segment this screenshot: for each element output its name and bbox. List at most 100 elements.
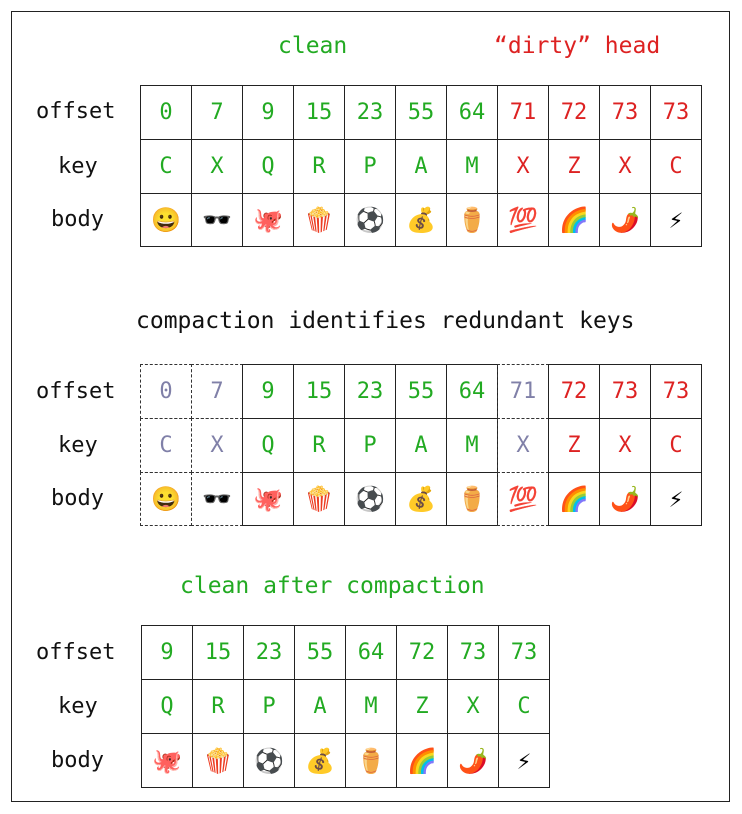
section3-key-value: Z xyxy=(415,693,429,719)
section1-row-label-body: body xyxy=(51,207,104,232)
section1-key-value: C xyxy=(159,153,173,179)
section1-offset-value: 0 xyxy=(159,99,173,125)
section3-key-cell: P xyxy=(243,679,295,734)
body-emoji-icon: ⚽ xyxy=(355,485,385,513)
section2-offset-cell: 73 xyxy=(650,364,702,419)
section1-key-cell: R xyxy=(293,139,345,194)
section2-key-value: X xyxy=(618,432,632,458)
section2-offset-value: 64 xyxy=(458,378,486,404)
section1-body-cell: 😀 xyxy=(140,193,192,247)
section2-body-cell: 💰 xyxy=(395,472,447,526)
section2-body-cell: 🕶️ xyxy=(191,472,243,526)
body-emoji-icon: ⚱️ xyxy=(457,206,487,234)
section2-body-cell: 🌶️ xyxy=(599,472,651,526)
section1-offset-cell: 71 xyxy=(497,85,549,140)
body-emoji-icon: ⚽ xyxy=(355,206,385,234)
section1-offset-cell: 0 xyxy=(140,85,192,140)
section1-key-value: C xyxy=(669,153,683,179)
section1-key-cell: X xyxy=(497,139,549,194)
section1-key-cell: Z xyxy=(548,139,600,194)
body-emoji-icon: 🌶️ xyxy=(610,485,640,513)
section3-key-value: Q xyxy=(160,693,174,719)
section3-body-cell: 🌈 xyxy=(396,733,448,788)
section1-offset-value: 72 xyxy=(560,99,588,125)
section3-offset-value: 64 xyxy=(357,639,385,665)
section1-key-value: A xyxy=(414,153,428,179)
section2-body-cell: 💯 xyxy=(497,472,549,526)
diagram-frame xyxy=(11,11,730,802)
section3-key-value: R xyxy=(211,693,225,719)
section3-key-value: X xyxy=(466,693,480,719)
section1-offset-cell: 73 xyxy=(650,85,702,140)
section2-key-value: P xyxy=(363,432,377,458)
body-emoji-icon: 💯 xyxy=(508,485,538,513)
section2-body-cell: 🐙 xyxy=(242,472,294,526)
section1-body-cell: 💰 xyxy=(395,193,447,247)
section2-key-cell: X xyxy=(599,418,651,473)
section1-row-label-key: key xyxy=(58,154,98,179)
section1-offset-value: 64 xyxy=(458,99,486,125)
body-emoji-icon: 🌈 xyxy=(559,206,589,234)
section1-offset-cell: 73 xyxy=(599,85,651,140)
section2-key-cell: A xyxy=(395,418,447,473)
section2-offset-value: 0 xyxy=(159,378,173,404)
section1-offset-cell: 23 xyxy=(344,85,396,140)
section2-offset-cell: 9 xyxy=(242,364,294,419)
section1-body-cell: 🕶️ xyxy=(191,193,243,247)
section1-offset-value: 73 xyxy=(662,99,690,125)
section2-key-cell: Z xyxy=(548,418,600,473)
section2-row-label-body: body xyxy=(51,486,104,511)
body-emoji-icon: 😀 xyxy=(151,206,181,234)
section1-offset-cell: 72 xyxy=(548,85,600,140)
section1-key-cell: A xyxy=(395,139,447,194)
section3-body-cell: 🌶️ xyxy=(447,733,499,788)
section1-offset-cell: 64 xyxy=(446,85,498,140)
section2-offset-cell: 23 xyxy=(344,364,396,419)
section2-offset-cell: 55 xyxy=(395,364,447,419)
section2-key-value: X xyxy=(210,432,224,458)
section1-key-cell: C xyxy=(140,139,192,194)
section2-body-cell: ⚽ xyxy=(344,472,396,526)
section2-row-label-key: key xyxy=(58,433,98,458)
section1-offset-value: 55 xyxy=(407,99,435,125)
section1-body-cell: 💯 xyxy=(497,193,549,247)
body-emoji-icon: 🐙 xyxy=(152,746,182,775)
section1-key-value: X xyxy=(516,153,530,179)
section1-key-value: Q xyxy=(261,153,275,179)
section2-key-value: C xyxy=(669,432,683,458)
section3-offset-value: 23 xyxy=(255,639,283,665)
section1-body-cell: 🍿 xyxy=(293,193,345,247)
section1-key-cell: C xyxy=(650,139,702,194)
section3-offset-value: 9 xyxy=(160,639,174,665)
section3-key-value: M xyxy=(364,693,378,719)
section3-offset-cell: 72 xyxy=(396,625,448,680)
section3-key-cell: R xyxy=(192,679,244,734)
section3-offset-cell: 55 xyxy=(294,625,346,680)
section2-body-cell: ⚱️ xyxy=(446,472,498,526)
section1-offset-value: 7 xyxy=(210,99,224,125)
section1-body-cell: 🌶️ xyxy=(599,193,651,247)
section1-title-clean: clean xyxy=(278,33,348,59)
section2-key-value: X xyxy=(516,432,530,458)
section2-row-label-offset: offset xyxy=(36,379,116,404)
section1-offset-value: 23 xyxy=(356,99,384,125)
section2-offset-value: 73 xyxy=(611,378,639,404)
section3-offset-cell: 73 xyxy=(447,625,499,680)
section3-offset-cell: 9 xyxy=(141,625,193,680)
section3-offset-value: 55 xyxy=(306,639,334,665)
section2-offset-cell: 7 xyxy=(191,364,243,419)
section1-body-cell: 🌈 xyxy=(548,193,600,247)
section2-key-value: R xyxy=(312,432,326,458)
section1-key-value: Z xyxy=(567,153,581,179)
section3-key-value: P xyxy=(262,693,276,719)
body-emoji-icon: ⚽ xyxy=(254,746,284,775)
section3-key-cell: A xyxy=(294,679,346,734)
section2-offset-cell: 71 xyxy=(497,364,549,419)
section3-key-value: A xyxy=(313,693,327,719)
section3-title: clean after compaction xyxy=(180,573,485,599)
body-emoji-icon: 🌈 xyxy=(407,746,437,775)
body-emoji-icon: 🕶️ xyxy=(202,485,232,513)
section3-body-cell: ⚽ xyxy=(243,733,295,788)
body-emoji-icon: ⚱️ xyxy=(356,746,386,775)
section2-body-cell: 🍿 xyxy=(293,472,345,526)
